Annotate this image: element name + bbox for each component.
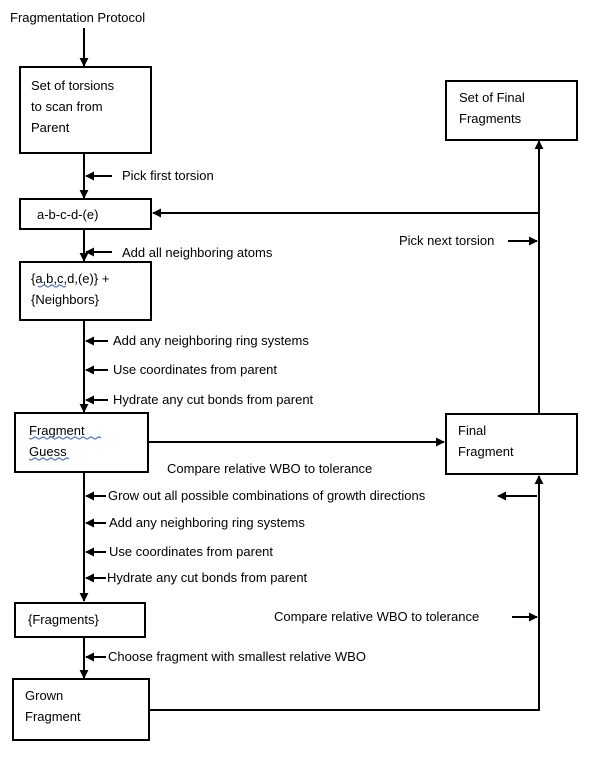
- step-hydrate-1: Hydrate any cut bonds from parent: [113, 392, 314, 407]
- box-neighbors-line-2: {Neighbors}: [31, 292, 100, 307]
- step-pick-first: Pick first torsion: [122, 168, 214, 183]
- spellcheck-underline: [28, 457, 70, 461]
- box-final-fragment-line-1: Final: [458, 423, 486, 438]
- box-torsion-label-text: a-b-c-d-(e): [37, 207, 98, 222]
- box-final-fragments-line-1: Set of Final: [459, 90, 525, 105]
- box-torsions-line-1: Set of torsions: [31, 78, 115, 93]
- box-grown-fragment-line-2: Fragment: [25, 709, 81, 724]
- step-compare-2: Compare relative WBO to tolerance: [274, 609, 479, 624]
- connector-grown-to-final: [149, 475, 544, 711]
- box-grown-fragment: Grown Fragment: [12, 678, 150, 741]
- step-compare-1: Compare relative WBO to tolerance: [167, 461, 372, 476]
- step-pick-next: Pick next torsion: [399, 233, 494, 248]
- box-torsions-line-2: to scan from: [31, 99, 103, 114]
- flowchart-title: Fragmentation Protocol: [10, 10, 145, 25]
- box-fragment-guess-line-2: Guess: [29, 444, 67, 459]
- box-neighbors-line-1: {a,b,c,d,(e)} +: [31, 271, 109, 286]
- step-ring-systems-2: Add any neighboring ring systems: [109, 515, 305, 530]
- step-hydrate-2: Hydrate any cut bonds from parent: [107, 570, 308, 585]
- step-grow-out: Grow out all possible combinations of gr…: [108, 488, 426, 503]
- box-torsions-line-3: Parent: [31, 120, 70, 135]
- box-fragments: {Fragments}: [14, 602, 146, 638]
- spellcheck-underline: [28, 436, 102, 440]
- step-coords-2: Use coordinates from parent: [109, 544, 273, 559]
- box-final-fragments-line-2: Fragments: [459, 111, 522, 126]
- box-final-fragment: Final Fragment: [445, 413, 578, 475]
- step-ring-systems-1: Add any neighboring ring systems: [113, 333, 309, 348]
- box-final-fragments: Set of Final Fragments: [445, 80, 578, 141]
- box-fragment-guess: Fragment Guess: [14, 412, 149, 473]
- box-fragments-text: {Fragments}: [28, 612, 99, 627]
- box-fragment-guess-line-1: Fragment: [29, 423, 85, 438]
- step-add-neighbors: Add all neighboring atoms: [122, 245, 273, 260]
- box-final-fragment-line-2: Fragment: [458, 444, 514, 459]
- box-grown-fragment-line-1: Grown: [25, 688, 63, 703]
- box-neighbors: {a,b,c,d,(e)} + {Neighbors}: [19, 261, 152, 321]
- box-torsion-label: a-b-c-d-(e): [19, 198, 152, 230]
- spellcheck-underline: [37, 284, 67, 288]
- step-coords-1: Use coordinates from parent: [113, 362, 277, 377]
- step-choose-smallest: Choose fragment with smallest relative W…: [108, 649, 366, 664]
- box-torsions: Set of torsions to scan from Parent: [19, 66, 152, 154]
